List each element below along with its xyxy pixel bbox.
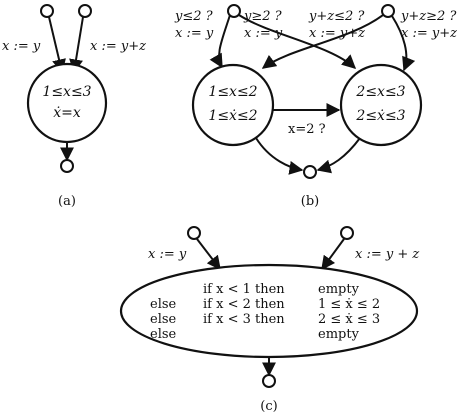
panel-c-row-1-cond: if x < 2 then [203,297,285,312]
panel-a: x := y x := y+z 1≤x≤3 ẋ=x (a) [2,4,146,209]
panel-c: x := y x := y + z if x < 1 then empty el… [119,226,419,414]
panel-c-row-3-prefix: else [150,327,177,342]
panel-b-exit-node [303,165,317,179]
panel-c-row-0-result: empty [318,282,360,297]
panel-b-guard-left-assign: x := y [175,26,214,41]
panel-c-edge-left-label: x := y [148,247,187,262]
panel-a-exit-node [60,159,74,173]
panel-b-state-right-invariant: 2≤x≤3 [355,84,405,100]
panel-a-state-flow: ẋ=x [53,105,81,121]
panel-c-row-1-prefix: else [150,297,177,312]
panel-b-guard-right: y+z≥2 ? [400,9,457,24]
panel-a-state [26,62,108,144]
panel-c-row-2-result: 2 ≤ ẋ ≤ 3 [318,312,380,327]
panel-b-entry-node-left [227,4,241,18]
panel-b-state-right [339,63,423,147]
panel-c-edge-left [196,238,221,271]
panel-a-entry-node-left [40,4,54,18]
panel-c-row-2-cond: if x < 3 then [203,312,285,327]
panel-b-exit-edge-right [316,137,361,174]
panel-a-edge-left [48,16,66,74]
panel-b-state-left [191,63,275,147]
panel-b-edge-left-to-right [238,14,357,69]
panel-c-exit-node [262,374,276,388]
panel-a-state-invariant: 1≤x≤3 [42,84,91,100]
panel-a-edge-right-label: x := y+z [90,39,146,54]
panel-b-guard-mid2-assign: x := y+z [309,26,365,41]
panel-b-caption: (b) [301,194,319,209]
panel-b-edge-right-to-left [261,14,384,69]
panel-b-exit-edge-left [255,137,304,175]
panel-c-row-1-result: 1 ≤ ẋ ≤ 2 [318,297,380,312]
panel-b-entry-node-right [381,4,395,18]
panel-a-caption: (a) [58,194,76,209]
panel-c-edge-right-label: x := y + z [355,247,419,262]
panel-b-edge-left-to-left [209,14,231,69]
panel-b: y≤2 ? x := y y≥2 ? x := y y+z≤2 ? x := y… [174,4,457,209]
panel-b-transition-label: x=2 ? [288,122,326,137]
panel-c-caption: (c) [260,399,277,414]
panel-b-guard-mid1: y≥2 ? [243,9,283,24]
panel-a-edge-right [69,16,84,74]
panel-c-entry-node-left [187,226,201,240]
panel-a-edge-left-label: x := y [2,39,41,54]
panel-c-row-2-prefix: else [150,312,177,327]
panel-b-state-right-flow: 2≤ẋ≤3 [355,108,405,124]
panel-b-state-left-flow: 1≤ẋ≤2 [208,108,257,124]
panel-c-edge-right [321,238,345,271]
panel-b-guard-left: y≤2 ? [174,9,214,24]
panel-b-edge-right-to-right [391,15,416,72]
panel-b-guard-mid2: y+z≤2 ? [308,9,365,24]
panel-b-state-left-invariant: 1≤x≤2 [208,84,257,100]
panel-c-row-0-cond: if x < 1 then [203,282,285,297]
panel-b-guard-mid1-assign: x := y [244,26,283,41]
panel-a-entry-node-right [78,4,92,18]
panel-b-guard-right-assign: x := y+z [401,26,457,41]
panel-c-entry-node-right [340,226,354,240]
panel-c-row-3-result: empty [318,327,360,342]
